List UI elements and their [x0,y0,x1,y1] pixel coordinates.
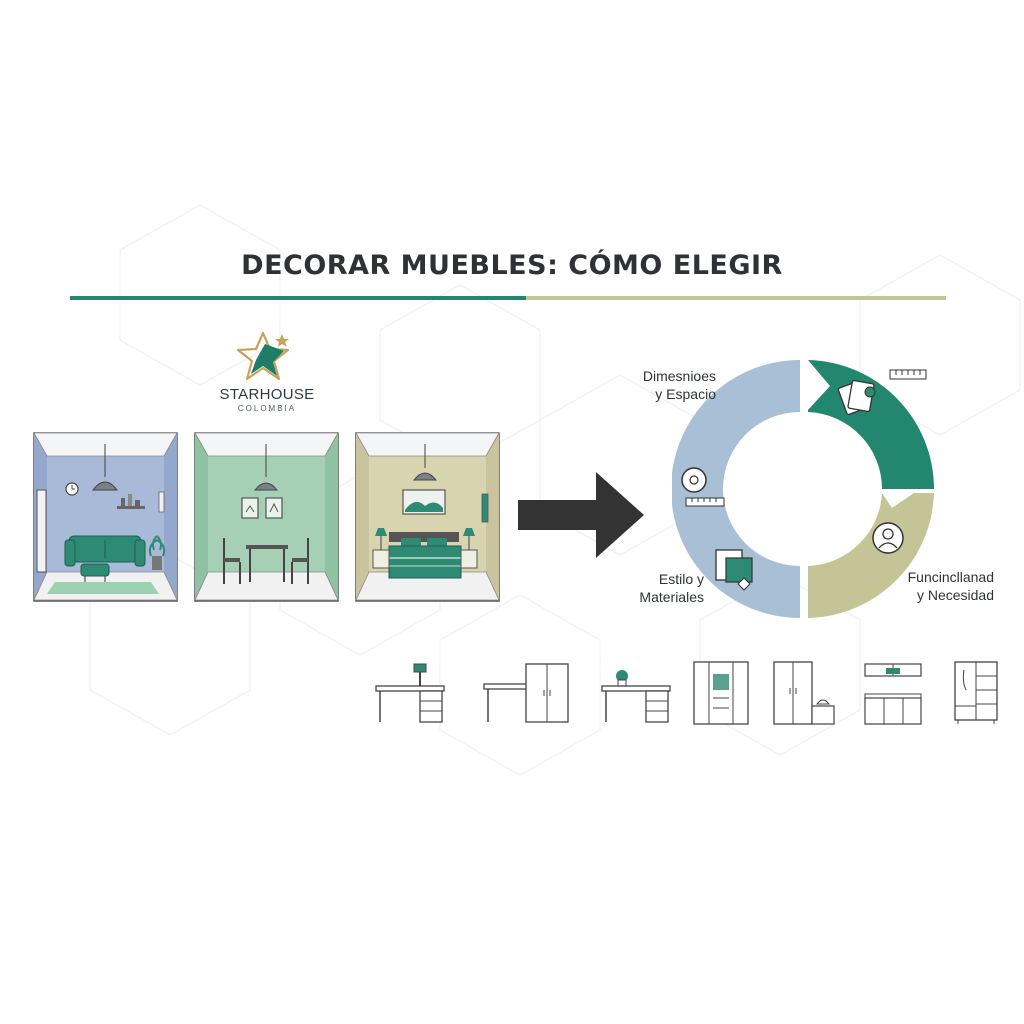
brand-subtitle: COLOMBIA [237,404,297,413]
material-samples-icon [715,549,753,591]
label-dimensions: Dimesnioes y Espacio [600,367,716,403]
segment-dimensions-style [672,360,800,618]
criteria-donut [672,360,934,618]
desk-wardrobe-icon [483,663,569,723]
tape-measure-icon [681,467,725,507]
room-dining-room [194,432,339,602]
dining-room-illustration [194,432,339,602]
room-bedroom [355,432,500,602]
wardrobe-icon [693,661,749,725]
ruler-icon [889,369,927,380]
label-function-line2: y Necesidad [916,587,994,603]
bedroom-illustration [355,432,500,602]
brand-name: STARHOUSE [219,386,315,403]
star-logo-icon [236,331,290,381]
page-title: DECORAR MUEBLES: CÓMO ELEGIR [241,250,783,281]
room-living-room [33,432,178,602]
label-function: Funcincllanad y Necesidad [866,568,994,604]
label-dimensions-line1: Dimesnioes [642,368,716,384]
right-arrow-icon [518,472,644,558]
desk-icon [601,670,671,723]
user-icon [872,522,904,554]
brand-logo: STARHOUSE COLOMBIA [212,330,322,420]
wardrobe-icon [773,661,835,725]
label-style-line1: Estilo y [658,571,704,587]
desk-icon [375,663,445,723]
title-underline [70,296,946,300]
bookcase-icon [954,661,998,724]
swatches-icon [837,379,876,416]
label-style: Estilo y Materiales [600,570,704,606]
label-dimensions-line2: y Espacio [655,386,716,402]
label-function-line1: Funcincllanad [907,569,994,585]
label-style-line2: Materiales [639,589,704,605]
kitchen-cabinet-icon [864,663,922,725]
underline-green-segment [70,296,526,300]
underline-sand-segment [526,296,946,300]
segment-function [808,493,934,618]
living-room-illustration [33,432,178,602]
